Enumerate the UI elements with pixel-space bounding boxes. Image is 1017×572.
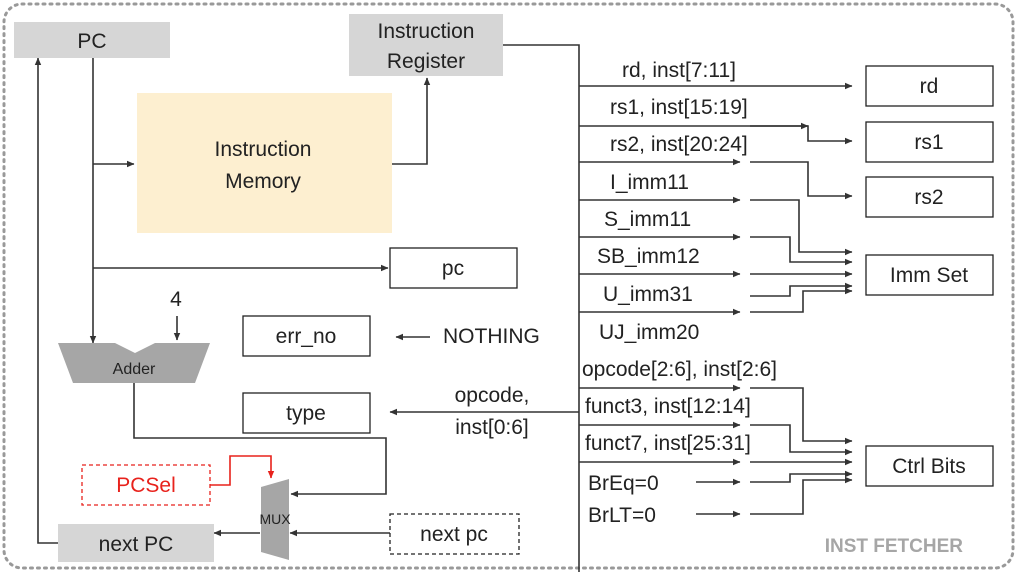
pc-output-block (389, 247, 518, 289)
next-pc-block (58, 524, 214, 562)
field-s-imm11-label: S_imm11 (604, 208, 691, 231)
field-rs1-label: rs1, inst[15:19] (610, 96, 748, 119)
rs1-output-label: rs1 (914, 131, 943, 154)
instruction-register-block (349, 14, 503, 76)
next-pc-input-label: next pc (420, 523, 488, 546)
field-funct7-label: funct7, inst[25:31] (585, 432, 751, 455)
field-u-imm31-label: U_imm31 (603, 283, 693, 306)
pcsel-block (81, 464, 211, 506)
instruction-memory-block (137, 93, 392, 233)
pc-register-block (14, 22, 170, 58)
opcode-type-label-line1: opcode, (455, 384, 530, 407)
constant-four-label: 4 (170, 288, 182, 311)
imm-set-label: Imm Set (890, 264, 968, 287)
type-block (242, 392, 371, 434)
nothing-label: NOTHING (443, 325, 540, 348)
imm-set-block (865, 254, 994, 296)
type-label: type (286, 402, 326, 425)
adder-notch (115, 343, 155, 353)
field-i-imm11-label: I_imm11 (610, 171, 689, 194)
field-breq-label: BrEq=0 (588, 472, 659, 495)
err-no-label: err_no (276, 325, 337, 348)
field-rs2-label: rs2, inst[20:24] (610, 133, 748, 156)
instruction-memory-label-line2: Memory (225, 170, 301, 193)
err-no-block (242, 315, 371, 357)
field-opcode-label: opcode[2:6], inst[2:6] (582, 358, 777, 381)
opcode-type-label-line2: inst[0:6] (455, 416, 529, 439)
field-uj-imm20-label: UJ_imm20 (599, 321, 699, 344)
field-rd-label: rd, inst[7:11] (622, 59, 736, 82)
rs2-output-label: rs2 (914, 186, 943, 209)
rd-output-block (865, 65, 994, 107)
mux-block (261, 479, 289, 560)
instruction-register-label-line2: Register (387, 50, 465, 73)
adder-block (58, 343, 210, 383)
ctrl-bits-block (865, 445, 994, 487)
field-sb-imm12-label: SB_imm12 (597, 245, 700, 268)
rs2-output-block (865, 176, 994, 218)
pcsel-label: PCSel (116, 474, 176, 497)
wires (34, 44, 853, 572)
instruction-register-label-line1: Instruction (378, 20, 475, 43)
field-brlt-label: BrLT=0 (588, 504, 656, 527)
pc-output-label: pc (442, 257, 464, 280)
mux-label: MUX (259, 511, 291, 527)
adder-label: Adder (113, 361, 156, 378)
ctrl-bits-label: Ctrl Bits (892, 455, 966, 478)
rs1-output-block (865, 121, 994, 163)
inst-fetcher-title: INST FETCHER (825, 536, 964, 557)
instruction-memory-label-line1: Instruction (215, 138, 312, 161)
next-pc-label: next PC (99, 533, 174, 556)
pc-register-label: PC (77, 30, 106, 53)
field-funct3-label: funct3, inst[12:14] (585, 395, 751, 418)
rd-output-label: rd (920, 75, 939, 98)
next-pc-input-block (389, 513, 520, 555)
